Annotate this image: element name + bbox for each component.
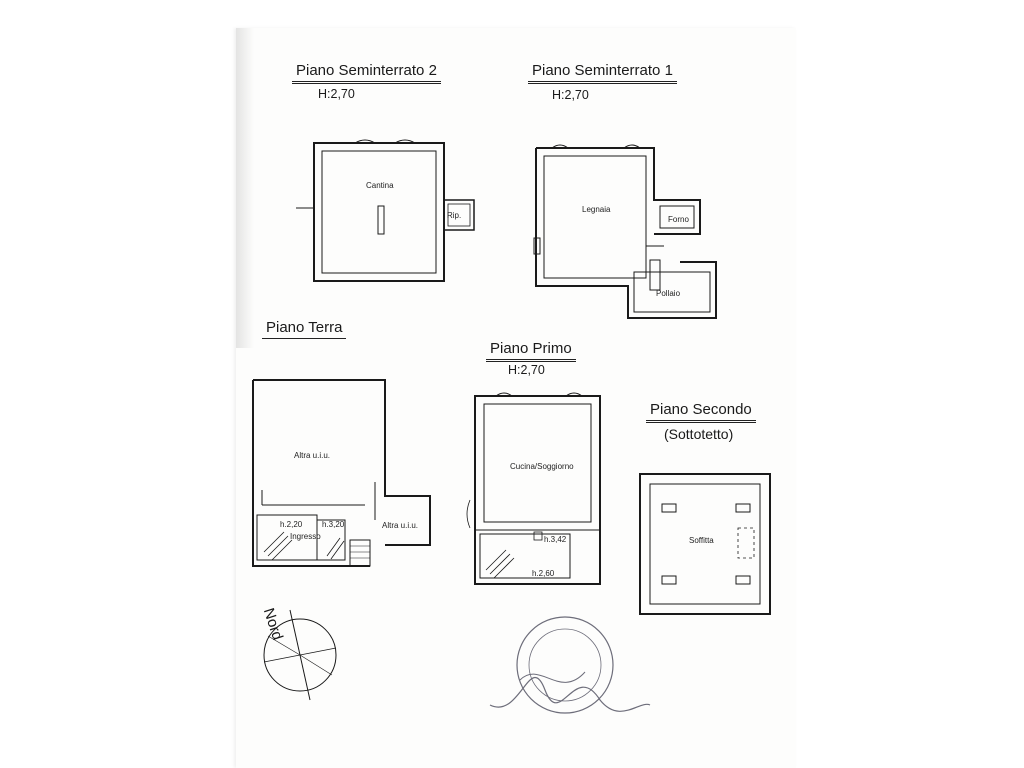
title-seminterrato-2: Piano Seminterrato 2 [292,62,441,84]
room-soffitta: Soffitta [689,536,714,545]
plan-piano-primo [466,392,601,585]
room-rip: Rip. [447,211,462,220]
height-label-342: h.3,42 [544,535,567,544]
plan-piano-secondo [639,473,771,615]
plan-seminterrato-1 [533,144,717,319]
title-piano-secondo: Piano Secondo [646,401,756,423]
height-seminterrato-1: H:2,70 [552,88,589,102]
title-seminterrato-1: Piano Seminterrato 1 [528,62,677,84]
room-altra-uiu-2: Altra u.i.u. [382,521,419,530]
room-cantina: Cantina [366,181,394,190]
room-cucina-soggiorno: Cucina/Soggiorno [510,462,574,471]
title-piano-primo: Piano Primo [486,340,576,362]
room-legnaia: Legnaia [582,205,611,214]
scan-edge-shadow [236,28,254,348]
room-forno: Forno [668,215,689,224]
room-altra-uiu-1: Altra u.i.u. [294,451,331,460]
height-label-220: h.2,20 [280,520,303,529]
height-piano-primo: H:2,70 [508,363,545,377]
title-piano-terra: Piano Terra [262,319,347,339]
subtitle-sottotetto: (Sottotetto) [664,426,734,442]
plan-piano-terra [252,379,431,567]
plan-seminterrato-2 [296,139,475,282]
height-seminterrato-2: H:2,70 [318,87,355,101]
height-label-260: h.2,60 [532,569,555,578]
compass-rose [263,609,337,701]
room-ingresso: Ingresso [290,532,321,541]
height-label-320: h.3,20 [322,520,345,529]
professional-stamp [489,616,651,714]
room-pollaio: Pollaio [656,289,681,298]
